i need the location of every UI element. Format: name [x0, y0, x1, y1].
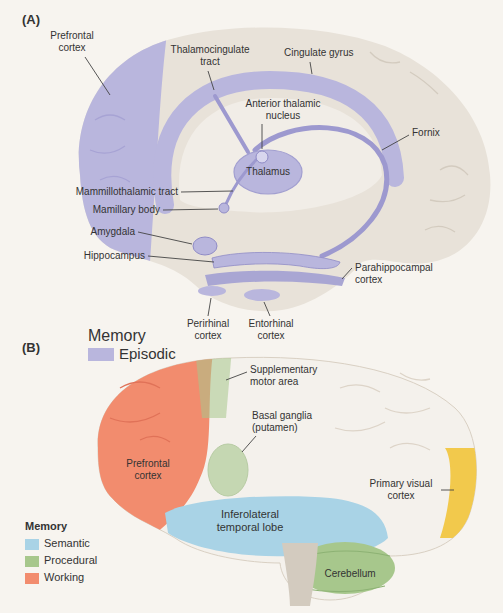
legend-title: Memory: [88, 326, 178, 345]
part-label: Fornix: [412, 127, 462, 139]
part-label: Thalamocingulate tract: [163, 44, 257, 68]
part-label: Mamillary body: [40, 204, 160, 216]
part-label: Prefrontal cortex: [42, 30, 102, 54]
legend-text: Episodic: [119, 345, 176, 363]
legend-text: Working: [44, 571, 84, 584]
part-label: Entorhinal cortex: [240, 318, 302, 342]
part-label: Parahippocampal cortex: [355, 262, 445, 286]
part-label: Hippocampus: [40, 250, 145, 262]
lateral-brain: [60, 338, 500, 606]
part-label: Mammillothalamic tract: [40, 186, 178, 198]
panel-letter: (A): [22, 12, 62, 28]
part-label: Amygdala: [40, 226, 135, 238]
part-label: Inferolateral temporal lobe: [203, 508, 297, 534]
part-label: Prefrontal cortex: [116, 458, 180, 482]
legend-swatch: [25, 556, 39, 567]
legend-text: Semantic: [44, 537, 90, 550]
part-label: Perirhinal cortex: [178, 318, 238, 342]
legend-swatch: [88, 348, 114, 361]
panel-letter: (B): [22, 340, 62, 356]
part-label: Cingulate gyrus: [284, 47, 364, 59]
part-label: Anterior thalamic nucleus: [238, 98, 328, 122]
part-label: Basal ganglia (putamen): [252, 410, 326, 434]
part-label: Supplementary motor area: [250, 364, 328, 388]
legend-title: Memory: [25, 520, 85, 533]
part-label: Primary visual cortex: [362, 478, 440, 502]
part-label: Cerebellum: [320, 568, 380, 580]
legend-swatch: [25, 539, 39, 550]
legend-text: Procedural: [44, 554, 97, 567]
medial-brain: [40, 10, 490, 311]
legend-swatch: [25, 573, 39, 584]
part-label: Thalamus: [238, 166, 298, 178]
leader-lines: [226, 372, 454, 490]
